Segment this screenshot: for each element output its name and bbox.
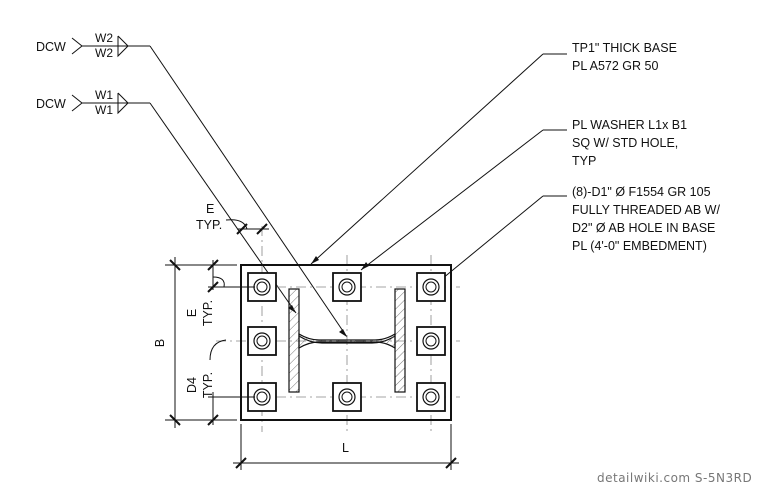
weld-callout-upper: DCW W2 W2 <box>36 31 348 338</box>
washer-plate <box>247 326 277 356</box>
base-plate <box>240 264 452 421</box>
dimension-d4-label: D4 <box>185 377 199 393</box>
dcw-label-lower: DCW <box>36 97 66 111</box>
anchor-bolt-note-line2: FULLY THREADED AB W/ <box>572 203 720 217</box>
anchor-bolt-with-washer <box>416 272 446 302</box>
washer-plate <box>332 272 362 302</box>
washer-note-line1: PL WASHER L1x B1 <box>572 118 687 132</box>
leader-base-plate: TP1" THICK BASE PL A572 GR 50 <box>310 41 677 265</box>
dimension-l-label: L <box>342 441 349 455</box>
weld-symbol-bottom-upper: W2 <box>95 46 113 60</box>
washer-note-line2: SQ W/ STD HOLE, <box>572 136 678 150</box>
anchor-bolt <box>256 335 268 347</box>
dimension-d4-typ: TYP. <box>201 372 215 398</box>
leader-anchor-bolts: (8)-D1" Ø F1554 GR 105 FULLY THREADED AB… <box>436 185 720 284</box>
bolt-hole <box>422 278 440 296</box>
dimension-l: L <box>233 424 459 470</box>
anchor-bolt-note-line4: PL (4'-0" EMBEDMENT) <box>572 239 707 253</box>
anchor-bolt <box>256 391 268 403</box>
dcw-label-upper: DCW <box>36 40 66 54</box>
column-web <box>298 332 396 350</box>
bolt-hole <box>338 388 356 406</box>
anchor-bolt <box>425 281 437 293</box>
dimension-e-side-typ: TYP. <box>201 300 215 326</box>
base-plate-note-line1: TP1" THICK BASE <box>572 41 677 55</box>
anchor-bolt <box>425 391 437 403</box>
watermark: detailwiki.com S-5N3RD <box>597 471 752 485</box>
dimension-b-label: B <box>153 339 167 347</box>
anchor-bolt <box>256 281 268 293</box>
anchor-bolt <box>341 281 353 293</box>
anchor-bolt-with-washer <box>332 272 362 302</box>
washer-plate <box>247 272 277 302</box>
washer-note-line3: TYP <box>572 154 596 168</box>
anchor-bolt-with-washer <box>416 326 446 356</box>
anchor-bolt-with-washer <box>247 272 277 302</box>
washer-plate <box>416 272 446 302</box>
weld-symbol-top-upper: W2 <box>95 31 113 45</box>
leader-washer: PL WASHER L1x B1 SQ W/ STD HOLE, TYP <box>360 118 687 271</box>
dimension-e-top-typ: TYP. <box>196 218 222 232</box>
w-shape-column <box>288 288 406 393</box>
anchor-bolt <box>425 335 437 347</box>
weld-symbol-bottom-lower: W1 <box>95 103 113 117</box>
anchor-bolt-note-line3: D2" Ø AB HOLE IN BASE <box>572 221 715 235</box>
washer-plate <box>332 382 362 412</box>
anchor-bolt-with-washer <box>332 382 362 412</box>
bolt-hole <box>422 332 440 350</box>
bolt-hole <box>338 278 356 296</box>
dimension-b: B <box>153 257 237 428</box>
column-flange-right <box>394 288 406 393</box>
washer-plate <box>416 382 446 412</box>
base-plate-note-line2: PL A572 GR 50 <box>572 59 658 73</box>
anchor-bolt-group <box>247 272 446 412</box>
dimension-e-side: E TYP. <box>185 259 255 326</box>
anchor-bolt-with-washer <box>416 382 446 412</box>
anchor-bolt-note-line1: (8)-D1" Ø F1554 GR 105 <box>572 185 711 199</box>
dimension-d4-side: D4 TYP. <box>185 339 255 426</box>
anchor-bolt <box>341 391 353 403</box>
dimension-e-top: E TYP. <box>196 202 269 235</box>
washer-plate <box>416 326 446 356</box>
weld-symbol-top-lower: W1 <box>95 88 113 102</box>
bolt-hole <box>422 388 440 406</box>
dimension-e-side-label: E <box>185 309 199 317</box>
bolt-hole <box>253 332 271 350</box>
anchor-bolt-with-washer <box>247 326 277 356</box>
column-flange-left <box>288 288 300 393</box>
dimension-e-top-label: E <box>206 202 214 216</box>
